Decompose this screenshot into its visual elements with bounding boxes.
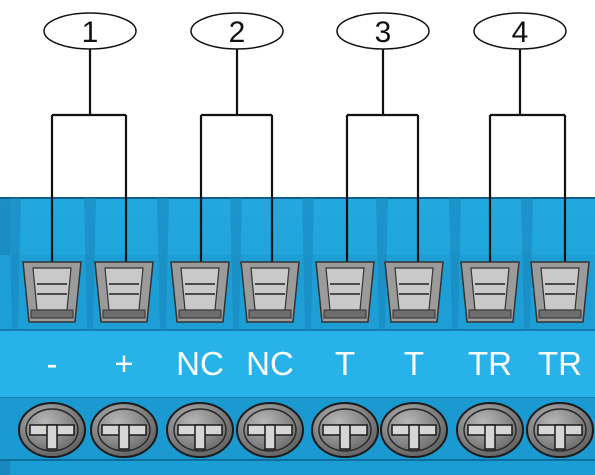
clamp-group bbox=[22, 261, 590, 323]
terminal-clamp bbox=[170, 261, 230, 323]
label-strip bbox=[0, 330, 595, 398]
callout-number: 3 bbox=[375, 16, 392, 49]
terminal-label: T bbox=[404, 345, 424, 382]
terminal-clamp bbox=[240, 261, 300, 323]
terminal-clamp bbox=[384, 261, 444, 323]
callout-number: 4 bbox=[512, 16, 529, 49]
wire-pair bbox=[345, 49, 420, 298]
terminal-clamp bbox=[315, 261, 375, 323]
terminal-screw[interactable] bbox=[526, 402, 594, 458]
callout-ellipse bbox=[473, 12, 567, 50]
separator-group bbox=[9, 198, 533, 330]
wire-pair bbox=[50, 49, 128, 298]
wire-group bbox=[50, 49, 567, 298]
terminal-separator bbox=[449, 198, 461, 330]
terminal-clamp bbox=[94, 261, 154, 323]
terminal-screw[interactable] bbox=[311, 402, 379, 458]
terminal-label: - bbox=[47, 345, 58, 382]
callout-ellipse bbox=[190, 12, 284, 50]
terminal-label: TR bbox=[538, 345, 582, 382]
terminal-separator bbox=[302, 198, 314, 330]
callout-ellipse bbox=[43, 12, 137, 50]
callout-number: 2 bbox=[229, 16, 246, 49]
terminal-separator bbox=[9, 198, 21, 330]
terminal-screw[interactable] bbox=[380, 402, 448, 458]
terminal-separator bbox=[376, 198, 388, 330]
terminal-separator bbox=[84, 198, 96, 330]
terminal-clamp bbox=[530, 261, 590, 323]
terminal-separator bbox=[521, 198, 533, 330]
terminal-label-group: - + NC NC T T TR TR bbox=[47, 345, 583, 382]
terminal-label: + bbox=[114, 345, 133, 382]
terminal-clamp bbox=[460, 261, 520, 323]
callout-ellipse bbox=[336, 12, 430, 50]
terminal-screw[interactable] bbox=[90, 402, 158, 458]
terminal-screw[interactable] bbox=[236, 402, 304, 458]
wire-pair bbox=[199, 49, 274, 298]
terminal-label: TR bbox=[468, 345, 512, 382]
terminal-label: NC bbox=[176, 345, 224, 382]
wire-pair bbox=[488, 49, 567, 298]
terminal-separator bbox=[157, 198, 169, 330]
terminal-screw[interactable] bbox=[456, 402, 524, 458]
terminal-label: NC bbox=[246, 345, 294, 382]
callout-group: 1 2 3 4 bbox=[43, 12, 567, 50]
callout-number: 1 bbox=[82, 16, 99, 49]
terminal-screw[interactable] bbox=[166, 402, 234, 458]
terminal-label: T bbox=[335, 345, 355, 382]
terminal-separator bbox=[230, 198, 242, 330]
screw-group bbox=[18, 402, 594, 458]
terminal-screw[interactable] bbox=[18, 402, 86, 458]
terminal-clamp bbox=[22, 261, 82, 323]
